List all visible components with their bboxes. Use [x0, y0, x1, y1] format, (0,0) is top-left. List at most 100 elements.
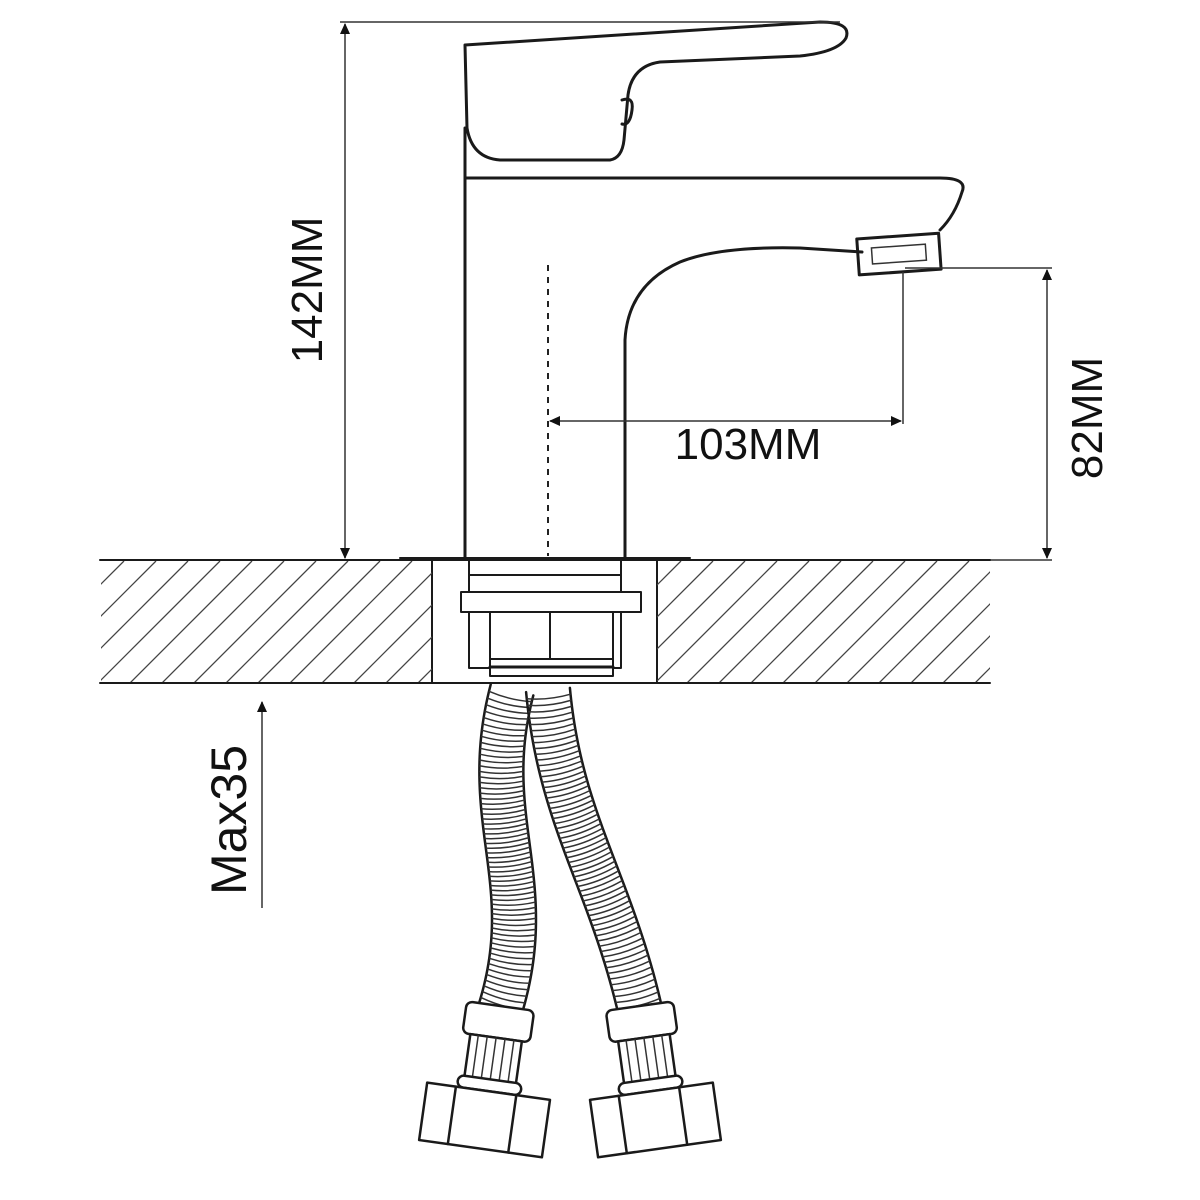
hose-rib [610, 972, 654, 986]
hose-rib [530, 722, 575, 732]
hose-rib [614, 984, 657, 998]
hose-rib [540, 765, 584, 778]
hose-rib [526, 693, 571, 700]
hose-rib [491, 922, 537, 927]
hose-rib [604, 948, 647, 963]
hex-nut [588, 1081, 723, 1159]
hose-rib [479, 780, 524, 785]
hatch-line [943, 635, 990, 682]
hose-rib [489, 952, 534, 960]
hose-rib [487, 856, 532, 864]
hose-rib [551, 799, 594, 815]
hose-rib [487, 697, 531, 709]
hose-rib [609, 966, 652, 980]
hose-rib [562, 832, 605, 849]
hose-rib [482, 990, 525, 1004]
hose-rib [488, 865, 533, 873]
hose-rib [535, 744, 579, 756]
hose-rib [486, 846, 531, 854]
aerator [855, 231, 943, 277]
hose-rib [549, 794, 592, 810]
hatch-line [130, 561, 253, 682]
hose-rib [557, 818, 600, 835]
hatch-line [1007, 561, 1129, 683]
hose-rib [539, 760, 583, 772]
hatch-line [657, 561, 746, 650]
total-height-label: 142MM [283, 217, 332, 364]
hatch-line [847, 561, 970, 682]
hose-rib [533, 733, 577, 744]
hose-rib [602, 942, 645, 958]
hatch-line [101, 561, 189, 649]
hose-rib [527, 699, 572, 707]
hatch-line [657, 561, 778, 682]
hose-rib [529, 711, 573, 719]
hose-rib [483, 716, 528, 726]
hose-rib [543, 775, 587, 789]
hatch-line [911, 603, 990, 682]
max-thickness-label: Max35 [201, 745, 257, 895]
hose-rib [479, 753, 524, 759]
hose-rib [491, 937, 536, 943]
hose-rib [486, 973, 530, 985]
hose [524, 686, 723, 1159]
hose-rib [480, 799, 525, 805]
flexible-hoses [417, 683, 723, 1159]
hose-rib [599, 931, 642, 947]
hatch-line [815, 561, 938, 682]
countertop-section [0, 559, 1129, 684]
hose-rib [491, 917, 537, 922]
hose-rib [536, 749, 580, 761]
dimension-max-thickness: Max35 [201, 701, 267, 908]
hose-rib [487, 968, 531, 978]
hose-rib [597, 926, 640, 942]
hose-rib [559, 822, 602, 840]
hose-rib [481, 729, 526, 737]
hatch-line [354, 604, 432, 682]
hose-fitting [417, 1000, 552, 1159]
hatch-line [657, 561, 682, 586]
hatch-line [687, 561, 810, 682]
hose-rib [480, 794, 525, 800]
hose-rib [485, 836, 530, 845]
hose-rib [491, 932, 536, 937]
hose-rib [484, 979, 529, 991]
hose-rib [491, 927, 536, 932]
hose-fitting [588, 1000, 723, 1159]
hose-rib [582, 884, 625, 902]
hatch-line [0, 561, 92, 683]
hose-rib [586, 894, 629, 912]
hose-rib [566, 841, 609, 859]
dimension-total-height: 142MM [283, 21, 840, 559]
hose-rib [488, 860, 533, 868]
hatch-line [258, 561, 381, 682]
hose-rib [489, 957, 533, 966]
hose-rib [588, 899, 631, 917]
hose-rib [561, 827, 604, 844]
hose-rib [570, 851, 612, 869]
hose-rib [481, 808, 526, 816]
hose-rib [531, 728, 576, 738]
hose-rib [593, 915, 636, 932]
hose-rib [607, 960, 651, 975]
hose-rib [556, 813, 599, 830]
hose-rib [605, 954, 649, 969]
hose-rib [552, 804, 595, 820]
hatch-line [657, 561, 714, 618]
hose-rib [568, 846, 610, 864]
hatch-line [101, 561, 125, 585]
hose-rib [554, 808, 597, 825]
hatch-line [162, 561, 285, 682]
hose-rib [487, 851, 531, 859]
hatch-line [975, 667, 990, 682]
hex-nut [417, 1081, 552, 1159]
hose-rib [571, 855, 614, 873]
hose-rib [483, 822, 528, 830]
hose-rib [534, 739, 578, 750]
hatch-line [386, 636, 432, 682]
hose-rib [479, 759, 524, 764]
hose-rib [479, 789, 525, 795]
mounting-nut [460, 559, 642, 677]
hatch-line [194, 561, 317, 682]
